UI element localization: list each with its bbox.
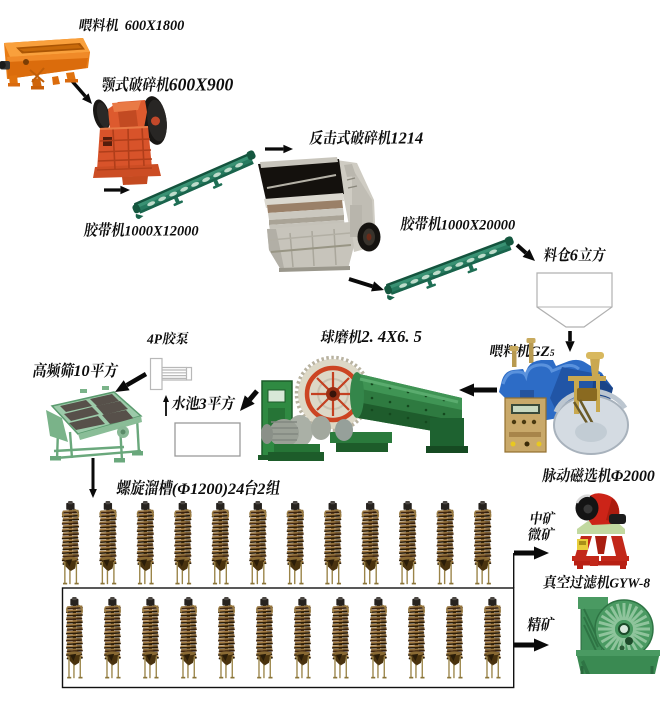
svg-text:GYW-8: GYW-8 bbox=[609, 576, 650, 591]
svg-text:1214: 1214 bbox=[390, 128, 423, 147]
svg-text:2. 4X6. 5: 2. 4X6. 5 bbox=[360, 327, 422, 346]
svg-text:1000X20000: 1000X20000 bbox=[441, 217, 515, 233]
svg-text:600X1800: 600X1800 bbox=[125, 18, 185, 34]
svg-text:2: 2 bbox=[256, 479, 265, 498]
svg-text:(Φ1200)24: (Φ1200)24 bbox=[172, 479, 245, 498]
svg-text:Φ2000: Φ2000 bbox=[611, 468, 655, 485]
svg-text:GZ: GZ bbox=[530, 343, 550, 360]
svg-text:5: 5 bbox=[550, 349, 555, 359]
svg-text:6: 6 bbox=[570, 245, 579, 264]
svg-text:3: 3 bbox=[198, 396, 207, 413]
svg-text:10: 10 bbox=[73, 362, 89, 380]
svg-text:1000X12000: 1000X12000 bbox=[124, 224, 198, 240]
svg-text:4P: 4P bbox=[146, 331, 163, 346]
svg-text:600X900: 600X900 bbox=[169, 74, 234, 94]
